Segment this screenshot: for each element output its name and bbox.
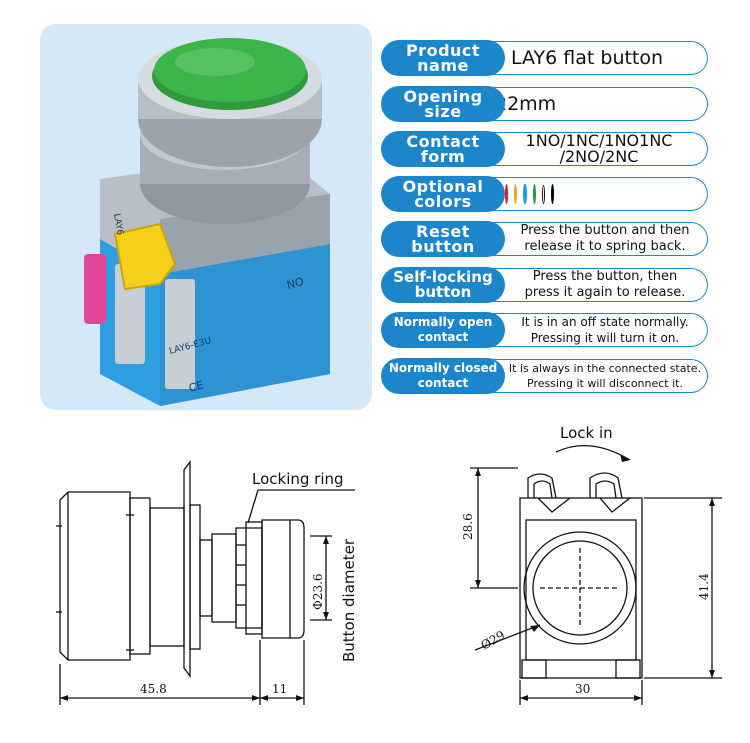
push-button-illustration: LAY6-E3U NO CE LAY6 (84, 38, 330, 406)
spec-value: It is in an off state normally. Pressing… (491, 313, 708, 347)
spec-value: 22mm (491, 87, 708, 121)
locking-ring-label: Locking ring (252, 470, 344, 488)
spec-label: Contact form (381, 131, 505, 167)
color-swatch-orange (514, 184, 518, 204)
spec-row-normally-open: Normally open contact It is in an off st… (381, 312, 709, 348)
color-options (491, 184, 554, 204)
spec-row-contact-form: Contact form 1NO/1NC/1NO1NC /2NO/2NC (381, 131, 709, 167)
product-photo: LAY6-E3U NO CE LAY6 (40, 24, 372, 410)
spec-value: Press the button, then press it again to… (491, 268, 708, 302)
spec-value: 1NO/1NC/1NO1NC /2NO/2NC (491, 132, 708, 166)
spec-value: LAY6 flat button (491, 41, 708, 75)
front-view-arrowheads (475, 454, 715, 701)
spec-label: Self-locking button (381, 267, 505, 303)
dim-height-total: 41.4 (697, 573, 711, 600)
color-swatch-black (550, 184, 554, 204)
spec-label: Normally closed contact (381, 358, 505, 394)
dim-length-body: 45.8 (140, 682, 167, 696)
color-swatch-red (505, 184, 509, 204)
spec-row-normally-closed: Normally closed contact It is always in … (381, 358, 709, 394)
spec-value (491, 177, 708, 211)
color-swatch-blue (523, 184, 527, 204)
spec-row-self-locking: Self-locking button Press the button, th… (381, 267, 709, 303)
lock-in-label: Lock in (560, 424, 613, 442)
dim-diameter-bezel: Ø29 (479, 628, 508, 653)
dim-height-top: 28.6 (461, 513, 475, 540)
contact-marking: NO (285, 275, 305, 292)
front-view-drawing (470, 445, 722, 705)
side-view-arrowheads (60, 536, 329, 701)
spec-value: It is always in the connected state. Pre… (491, 359, 708, 393)
spec-value: Press the button and then release it to … (491, 222, 708, 256)
dim-width: 30 (575, 682, 590, 696)
spec-row-optional-colors: Optional colors (381, 176, 709, 212)
spec-row-reset-button: Reset button Press the button and then r… (381, 221, 709, 257)
ce-mark: CE (187, 379, 205, 395)
color-swatch-green (532, 184, 536, 204)
dim-length-head: 11 (272, 682, 287, 696)
spec-label: Normally open contact (381, 312, 505, 348)
brand-side-marking: LAY6 (111, 213, 125, 237)
pink-terminal (84, 254, 106, 324)
side-view-drawing (56, 460, 355, 705)
spec-label: Optional colors (381, 176, 505, 212)
button-diameter-label: Button diameter (340, 538, 358, 662)
spec-label: Product name (381, 40, 505, 76)
color-swatch-white (541, 184, 545, 204)
spec-row-product-name: Product name LAY6 flat button (381, 40, 709, 76)
spec-label: Opening size (381, 86, 505, 122)
spec-label: Reset button (381, 221, 505, 257)
yellow-clip (113, 222, 177, 291)
dim-diameter-button: Φ23.6 (311, 573, 325, 610)
spec-row-opening-size: Opening size 22mm (381, 86, 709, 122)
